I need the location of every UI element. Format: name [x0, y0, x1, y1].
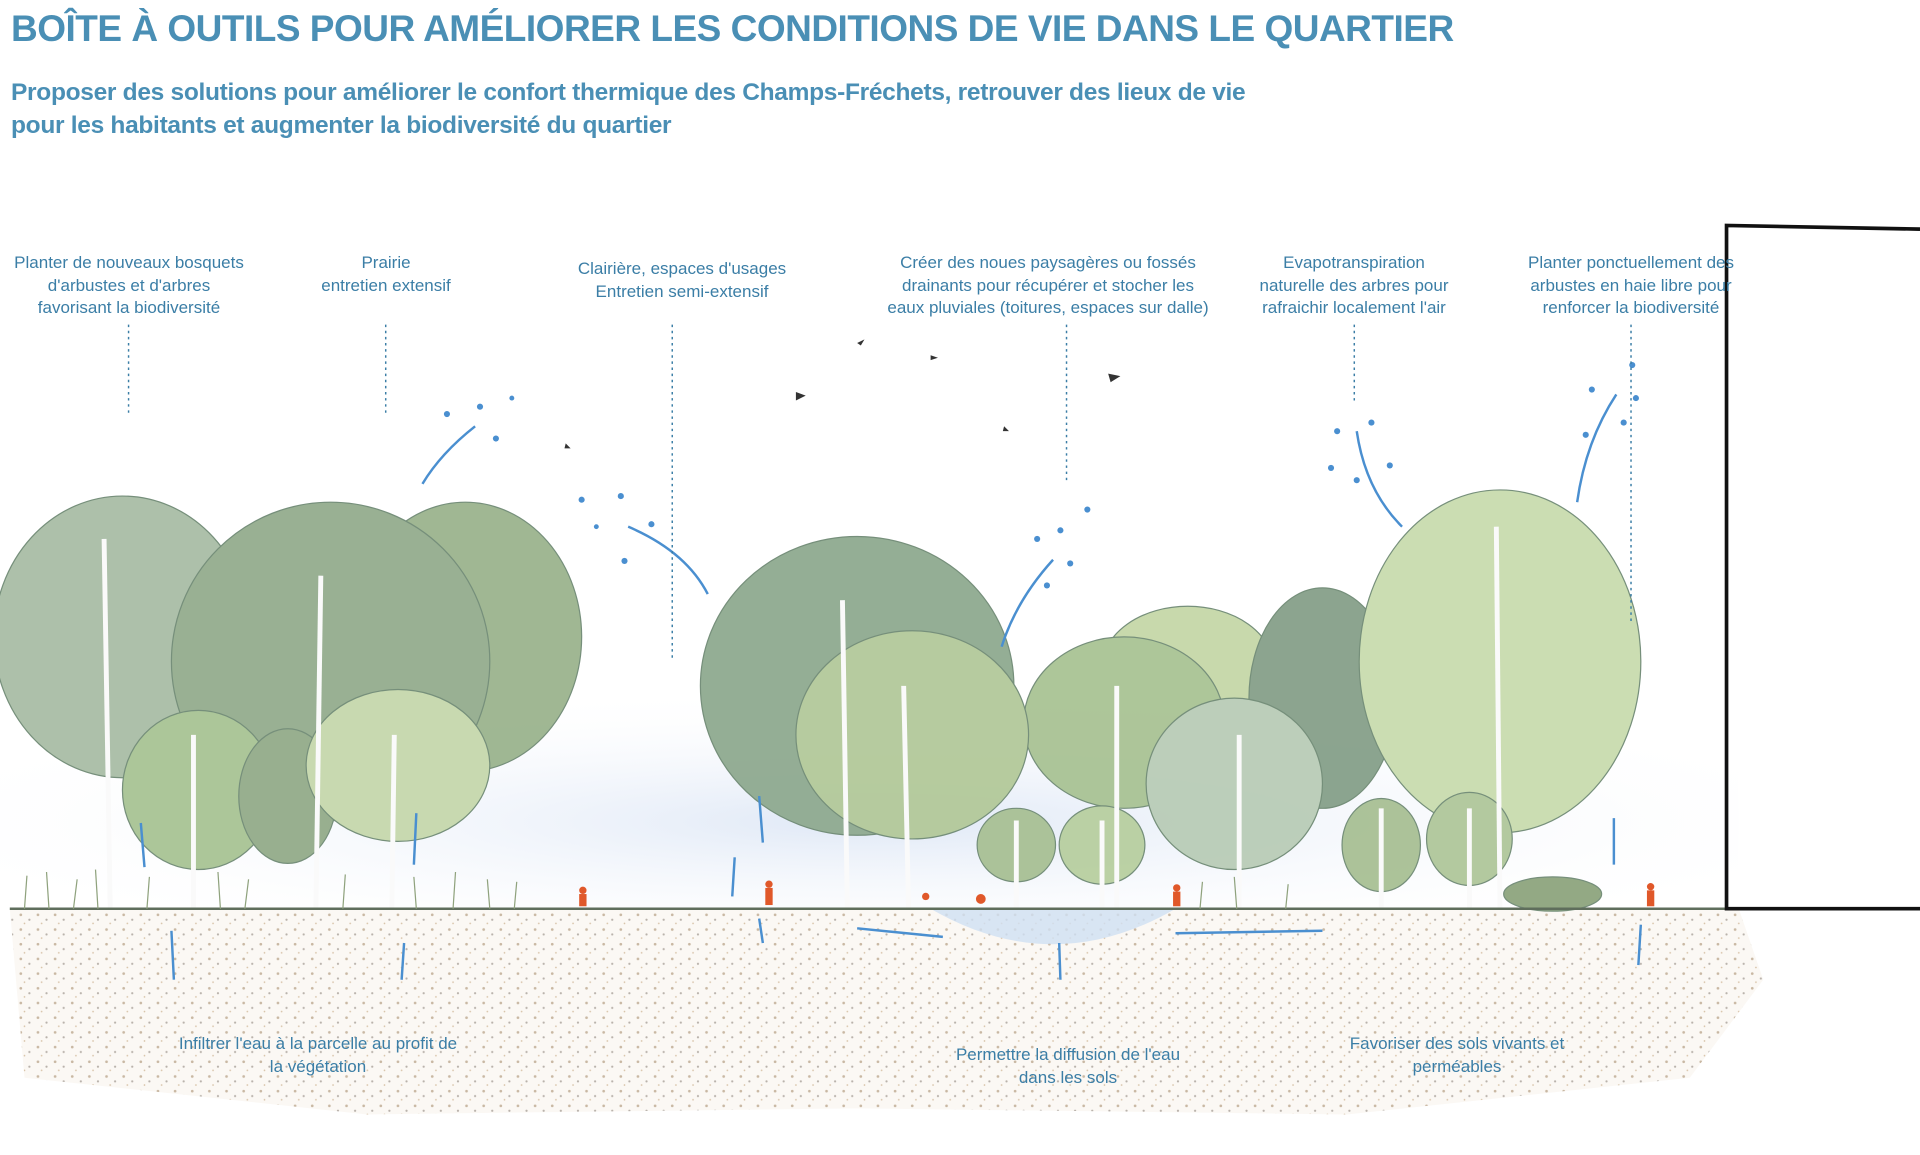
people: [579, 880, 1655, 907]
tree: [1145, 697, 1324, 871]
label-line: Entretien semi-extensif: [595, 281, 769, 301]
label-infiltrer: Infiltrer l'eau à la parcelle au profit …: [179, 1033, 457, 1078]
label-line: Créer des noues paysagères ou fossés: [900, 253, 1196, 272]
label-line: rafraichir localement l'air: [1262, 298, 1446, 317]
label-line: Favoriser des sols vivants et: [1349, 1034, 1565, 1053]
birds: [564, 339, 1121, 449]
label-line: entretien extensif: [321, 275, 451, 295]
label-line: drainants pour récupérer et stocher les: [902, 275, 1194, 295]
label-line: Infiltrer l'eau à la parcelle au profit …: [178, 1034, 458, 1053]
building-outline: [1724, 223, 1920, 911]
swale: [930, 908, 1176, 945]
label-line: la végétation: [269, 1056, 367, 1076]
label-line: Clairière, espaces d'usages: [577, 259, 787, 278]
label-clairiere: Clairière, espaces d'usages Entretien se…: [578, 258, 786, 303]
label-line: renforcer la biodiversité: [1542, 298, 1720, 317]
trunks: [101, 526, 1503, 909]
trees: [0, 489, 1642, 912]
label-line: favorisant la biodiversité: [37, 298, 221, 317]
label-sols: Favoriser des sols vivants et perméables: [1350, 1033, 1564, 1078]
label-line: Prairie: [361, 253, 411, 272]
subtitle-line: Proposer des solutions pour améliorer le…: [11, 79, 1246, 106]
label-line: perméables: [1412, 1056, 1502, 1076]
leader-lines: [127, 324, 1632, 662]
label-line: naturelle des arbres pour: [1259, 275, 1449, 295]
soil-layer: [9, 908, 1764, 1115]
label-line: Planter de nouveaux bosquets: [14, 253, 244, 272]
label-bosquets: Planter de nouveaux bosquets d'arbustes …: [14, 252, 244, 320]
label-prairie: Prairie entretien extensif: [321, 252, 450, 297]
hedge: [1503, 876, 1603, 912]
label-noues: Créer des noues paysagères ou fossés dra…: [887, 252, 1208, 320]
evaporation-arrow: [1355, 430, 1403, 528]
label-line: d'arbustes et d'arbres: [47, 275, 211, 295]
page-title: BOÎTE À OUTILS POUR AMÉLIORER LES CONDIT…: [11, 8, 1454, 49]
label-diffusion: Permettre la diffusion de l'eau dans les…: [956, 1044, 1180, 1089]
label-evapotranspiration: Evapotranspiration naturelle des arbres …: [1259, 252, 1448, 320]
label-line: Permettre la diffusion de l'eau: [955, 1045, 1181, 1064]
page-subtitle: Proposer des solutions pour améliorer le…: [11, 76, 1246, 142]
label-line: dans les sols: [1018, 1067, 1118, 1087]
water-arrows: [139, 393, 1643, 980]
tree: [305, 688, 491, 842]
label-line: Evapotranspiration: [1283, 253, 1425, 272]
label-line: arbustes en haie libre pour: [1530, 275, 1732, 295]
label-haie: Planter ponctuellement des arbustes en h…: [1528, 252, 1734, 320]
grass: [23, 869, 1289, 909]
tree: [795, 630, 1030, 840]
evaporation-arrow: [627, 525, 709, 595]
label-line: Planter ponctuellement des: [1527, 253, 1735, 272]
subtitle-line: pour les habitants et augmenter la biodi…: [11, 112, 672, 139]
label-line: eaux pluviales (toitures, espaces sur da…: [887, 298, 1209, 317]
evaporation-arrow: [421, 425, 476, 485]
evaporation-arrow: [1000, 558, 1054, 648]
evaporation-arrow: [1575, 393, 1618, 503]
